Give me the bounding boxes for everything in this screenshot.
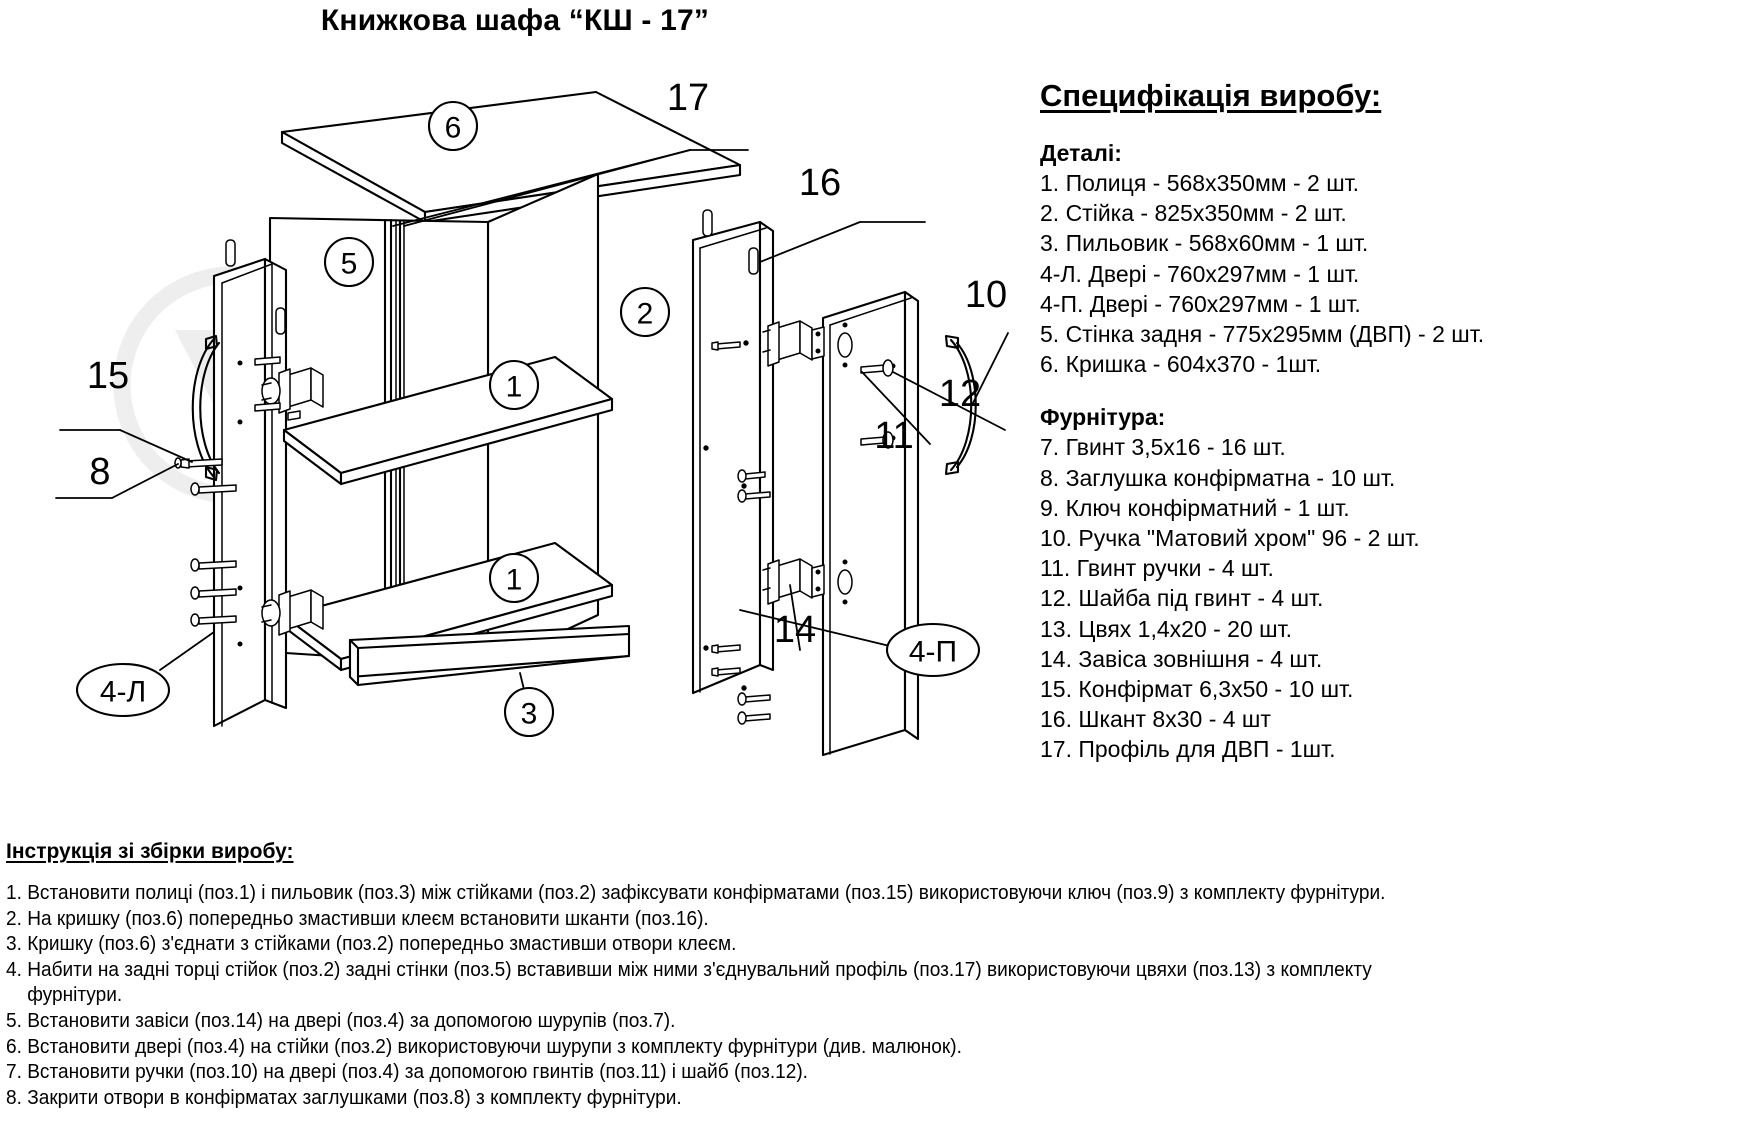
callout-8: 8: [89, 451, 110, 493]
confirmat-bolt: [180, 458, 237, 627]
part-spec-item: 6. Кришка - 604х370 - 1шт.: [1040, 351, 1322, 378]
callout-leader-8: [55, 463, 179, 499]
parts-group: Деталі: 1. Полиця - 568х350мм - 2 шт. 2. …: [1040, 140, 1750, 379]
part-spec-item: 3. Пильовик - 568х60мм - 1 шт.: [1040, 230, 1369, 257]
svg-text:2: 2: [637, 298, 654, 331]
part-spec-item: 4-П. Двері - 760х297мм - 1 шт.: [1040, 290, 1361, 317]
hardware-spec-item: 9. Ключ конфірматний - 1 шт.: [1040, 494, 1350, 521]
part-spec-item: 5. Стінка задня - 775х295мм (ДВП) - 2 шт…: [1040, 321, 1485, 348]
callout-12: 12: [939, 373, 981, 415]
balloon-4-right: 4-П: [739, 609, 981, 678]
callout-leader-11: [861, 371, 931, 445]
hardware-spec-item: 10. Ручка "Матовий хром" 96 - 2 шт.: [1040, 525, 1420, 552]
callout-leader-10: [971, 332, 1009, 406]
hardware-spec-item: 7. Гвинт 3,5х16 - 16 шт.: [1040, 434, 1286, 461]
parts-group-title: Деталі:: [1040, 140, 1122, 166]
part-side-panel-right: [691, 220, 775, 695]
assembly-instructions-panel: Інструкція зі збірки виробу: 1. Встанови…: [6, 840, 1752, 1110]
parts-list: 1. Полиця - 568х350мм - 2 шт. 2. Стійка -…: [1040, 168, 1750, 379]
instruction-step: 6. Встановити двері (поз.4) на стійки (п…: [6, 1034, 962, 1058]
callout-17: 17: [667, 77, 709, 119]
part-spec-item: 2. Стійка - 825х350мм - 2 шт.: [1040, 200, 1347, 227]
specification-panel: Специфікація виробу: Деталі: 1. Полиця -…: [1040, 78, 1750, 765]
balloon-4-left: 4-Л: [75, 631, 215, 718]
instruction-step: 7. Встановити ручки (поз.10) на двері (п…: [6, 1060, 808, 1084]
balloon-5: 5: [323, 236, 375, 288]
svg-text:1: 1: [506, 371, 523, 404]
instruction-step: 1. Встановити полиці (поз.1) і пильовик …: [6, 881, 1386, 904]
panel-hole: [703, 340, 749, 691]
callout-11: 11: [874, 415, 913, 457]
part-hinge-left: [237, 356, 324, 647]
hinge-screw: [711, 341, 771, 725]
page-title: Книжкова шафа “КШ - 17”: [320, 4, 710, 37]
hardware-list: 7. Гвинт 3,5х16 - 16 шт. 8. Заглушка конф…: [1040, 432, 1750, 764]
svg-text:5: 5: [341, 248, 358, 281]
part-door-right: [821, 290, 920, 757]
hardware-spec-item: 8. Заглушка конфірматна - 10 шт.: [1040, 464, 1396, 491]
part-left-side-panel: [212, 257, 288, 728]
callout-leader-17: [392, 149, 749, 227]
callout-15: 15: [87, 355, 129, 397]
callout-14: 14: [774, 609, 816, 651]
hardware-spec-item: 16. Шкант 8х30 - 4 шт: [1040, 706, 1271, 733]
hardware-spec-item: 12. Шайба під гвинт - 4 шт.: [1040, 585, 1324, 612]
callout-leader-16: [759, 221, 926, 263]
balloon-6: 6: [427, 100, 479, 152]
part-door-left: [174, 334, 237, 627]
hardware-group: Фурнітура: 7. Гвинт 3,5х16 - 16 шт. 8. За…: [1040, 404, 1750, 764]
svg-text:6: 6: [445, 112, 462, 145]
svg-text:1: 1: [506, 564, 523, 597]
balloon-3: 3: [503, 672, 555, 738]
instructions-heading: Інструкція зі збірки виробу:: [6, 840, 294, 863]
balloon-1-lower: 1: [488, 552, 540, 604]
instruction-step: 2. На кришку (поз.6) попередньо змастивш…: [6, 906, 709, 930]
part-top-panel: [280, 90, 742, 224]
instruction-step: 4. Набити на задні торці стійок (поз.2) …: [6, 957, 1372, 1007]
callout-leader-15: [59, 429, 193, 463]
balloon-2: 2: [619, 286, 671, 338]
instructions-list: 1. Встановити полиці (поз.1) і пильовик …: [6, 880, 1752, 1110]
svg-text:4-П: 4-П: [909, 636, 957, 669]
part-dust-rail: [348, 624, 631, 687]
callout-leader-14: [789, 584, 801, 651]
part-hinge: [762, 320, 825, 605]
hardware-spec-item: 14. Завіса зовнішня - 4 шт.: [1040, 645, 1323, 672]
exploded-assembly-diagram: 17 16 10 12 11 14 15 8 6 5: [0, 40, 1035, 760]
callout-10: 10: [965, 274, 1007, 316]
dowel-peg: [225, 239, 286, 335]
hardware-spec-item: 13. Цвях 1,4х20 - 20 шт.: [1040, 615, 1292, 642]
hardware-spec-item: 17. Профіль для ДВП - 1шт.: [1040, 736, 1336, 763]
callout-leader-12: [892, 371, 1006, 431]
balloon-1-upper: 1: [488, 359, 540, 411]
part-spec-item: 1. Полиця - 568х350мм - 2 шт.: [1040, 170, 1360, 196]
hardware-spec-item: 15. Конфірмат 6,3х50 - 10 шт.: [1040, 676, 1354, 703]
specification-heading: Специфікація виробу:: [1040, 78, 1382, 113]
callout-16: 16: [799, 162, 841, 204]
part-spec-item: 4-Л. Двері - 760х297мм - 1 шт.: [1040, 260, 1360, 287]
svg-text:4-Л: 4-Л: [100, 676, 146, 709]
hardware-group-title: Фурнітура:: [1040, 404, 1166, 431]
handle-screw: [860, 359, 894, 449]
confirmat-cap: [174, 457, 182, 469]
dowel-peg: [702, 209, 759, 275]
instruction-step: 8. Закрити отвори в конфірматах заглушка…: [6, 1085, 682, 1109]
instruction-step: 5. Встановити завіси (поз.14) на двері (…: [6, 1008, 676, 1032]
instruction-step: 3. Кришку (поз.6) з'єднати з стійками (п…: [6, 932, 737, 956]
svg-text:3: 3: [521, 698, 538, 731]
hardware-spec-item: 11. Гвинт ручки - 4 шт.: [1040, 555, 1274, 582]
